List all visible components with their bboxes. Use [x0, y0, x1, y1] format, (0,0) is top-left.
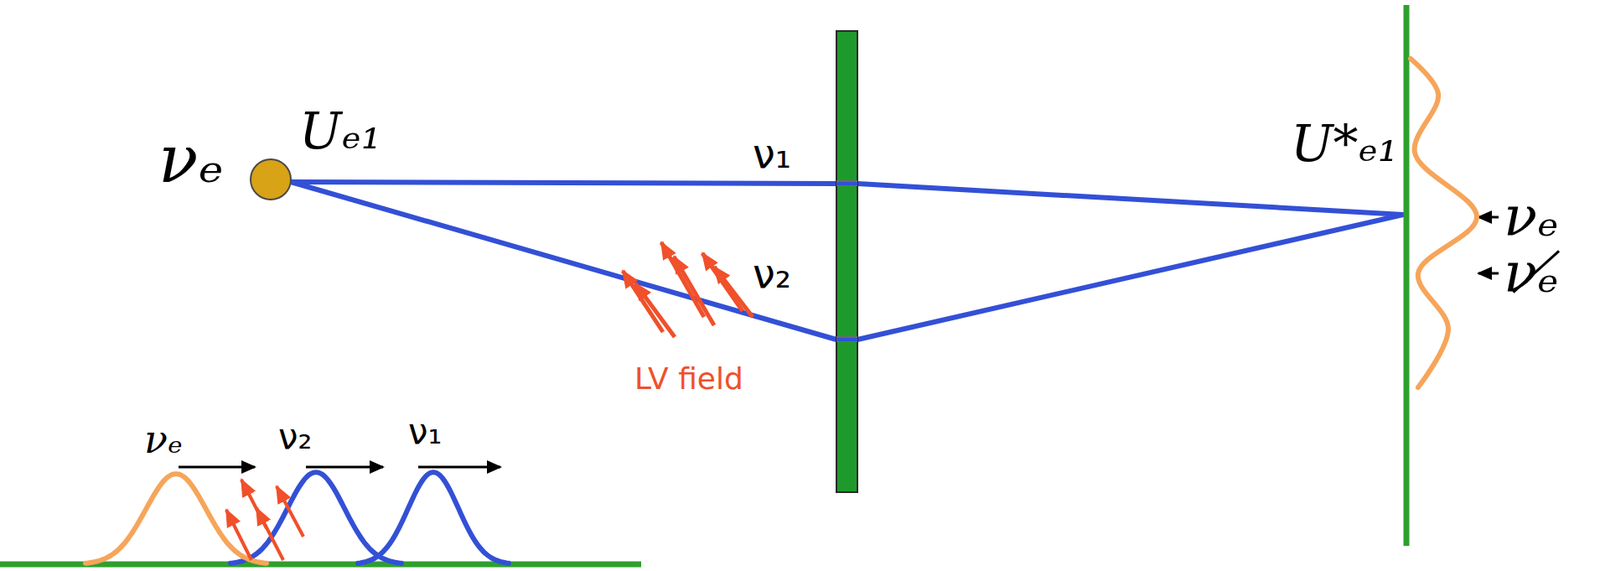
- flavor-label: νₑ̸: [1503, 245, 1559, 301]
- nu1-path: [290, 181, 837, 184]
- slit: [836, 180, 858, 187]
- field-label: LV field: [634, 363, 744, 394]
- screen: [1403, 5, 1410, 546]
- lv-arrow: [226, 509, 252, 560]
- nu2-packet: [230, 471, 402, 564]
- slit-barrier: [836, 31, 858, 492]
- packet-label: νₑ: [144, 419, 183, 459]
- mixing-element: U*ₑ₁: [1290, 118, 1399, 169]
- lv-arrow: [702, 253, 743, 311]
- nu1-packet: [357, 471, 509, 564]
- mass-state-label: ν₂: [752, 253, 792, 294]
- packet-label: ν₁: [408, 414, 442, 450]
- nu2-path: [836, 337, 858, 342]
- motion-arrow: [305, 466, 384, 469]
- motion-arrow: [178, 466, 255, 469]
- flavor-label: νₑ: [1503, 189, 1559, 245]
- nu1-path: [836, 181, 858, 186]
- source-circle: [250, 159, 291, 200]
- slit: [836, 336, 858, 342]
- mixing-element: Uₑ₁: [299, 105, 382, 156]
- pointer-arrow: [1478, 272, 1499, 275]
- nu2-path: [857, 214, 1404, 340]
- lv-arrow: [276, 486, 304, 537]
- packet-label: ν₂: [278, 419, 312, 455]
- lv-arrow: [661, 242, 705, 317]
- nu1-path: [857, 183, 1404, 215]
- motion-arrow: [418, 466, 501, 469]
- lv-field-arrows: [622, 242, 753, 337]
- source-label: νₑ: [158, 126, 224, 192]
- pointer-arrow: [1478, 216, 1499, 219]
- lv-arrow: [635, 283, 675, 337]
- nue-packet: [85, 473, 267, 564]
- lv-arrow: [241, 479, 267, 529]
- nu2-path: [290, 181, 837, 340]
- mass-state-label: ν₁: [752, 133, 792, 174]
- interference-pattern: [1410, 58, 1477, 388]
- lv-arrow: [622, 270, 663, 332]
- lv-arrow: [714, 266, 753, 317]
- inset-lv-arrows: [226, 479, 304, 560]
- lv-arrow: [673, 256, 715, 326]
